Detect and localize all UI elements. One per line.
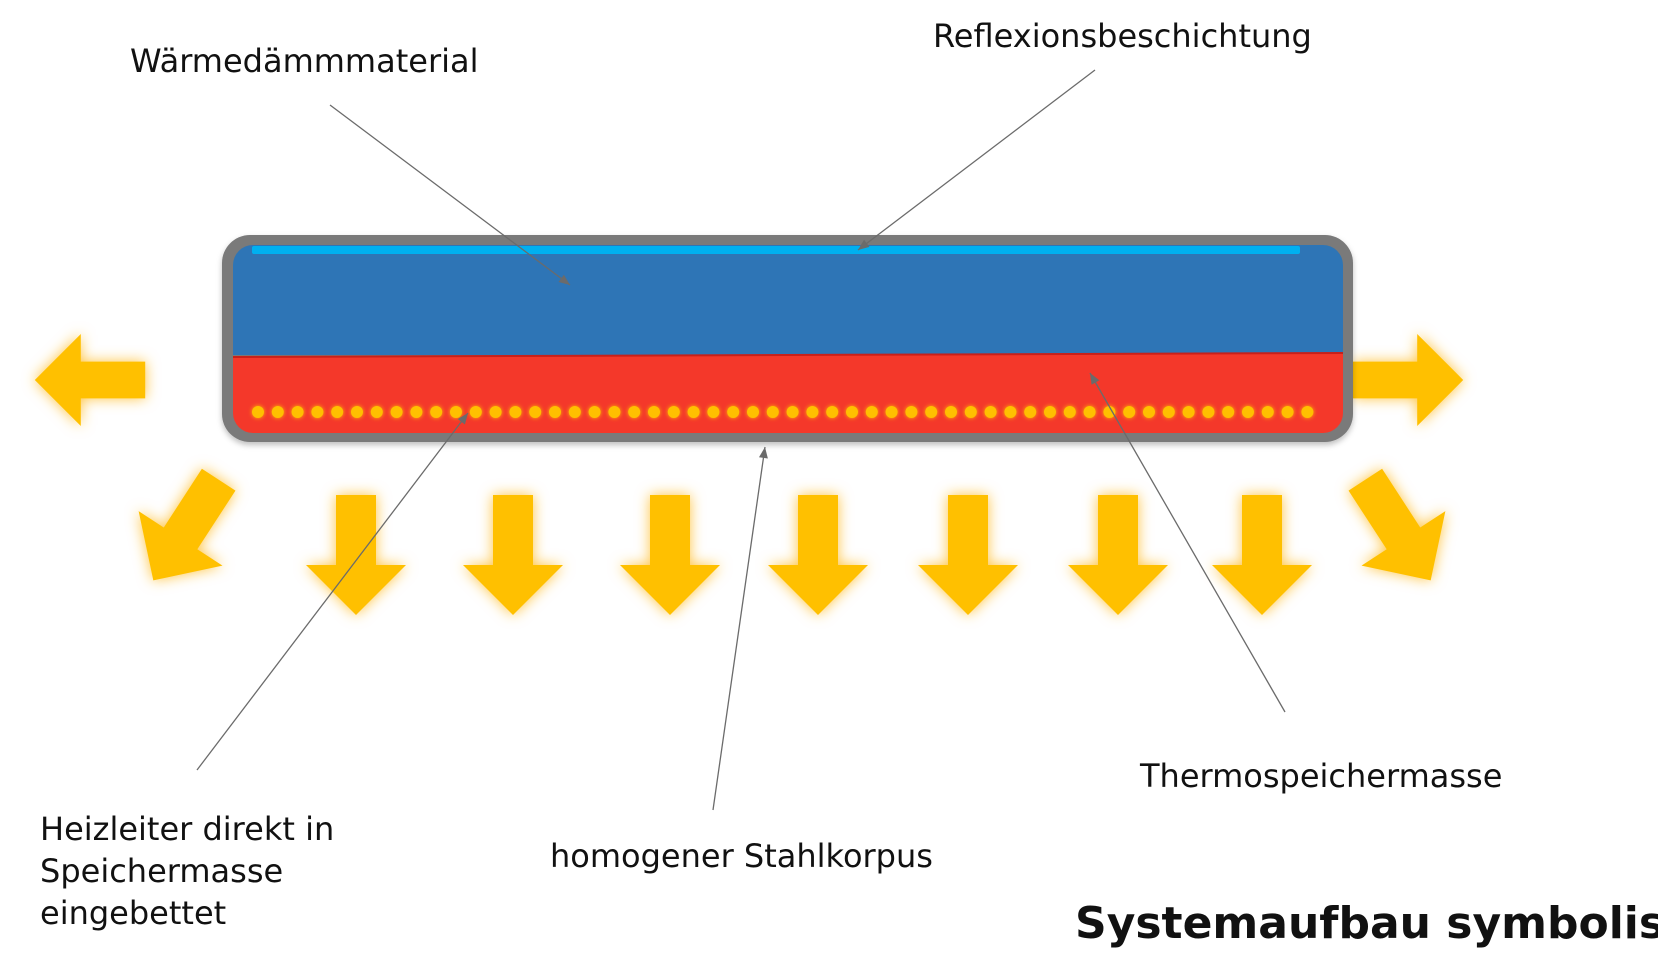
label-heizleiter-line2: Speichermasse — [40, 852, 284, 891]
heating-element-icon — [351, 406, 363, 418]
insulation-layer — [233, 245, 1343, 355]
heat-arrow-icon — [1212, 495, 1312, 615]
heating-element-icon — [925, 406, 938, 418]
heat-arrow-icon — [306, 495, 406, 615]
heating-element-icon — [291, 406, 304, 418]
arrowhead-icon — [558, 274, 570, 285]
heating-element-icon — [568, 406, 581, 418]
heating-element-icon — [1202, 406, 1215, 418]
heating-element-icon — [1222, 406, 1235, 418]
arrowhead-icon — [858, 239, 870, 250]
heating-element-icon — [648, 406, 660, 418]
heating-element-icon — [964, 406, 977, 418]
reflection-coating — [252, 246, 1300, 254]
heating-element-icon — [1103, 406, 1116, 418]
heating-element-icon — [430, 406, 443, 418]
heating-element-icon — [984, 406, 997, 418]
heating-element-icon — [1281, 406, 1294, 418]
heating-element-icon — [1004, 406, 1017, 418]
heating-element-icon — [1063, 406, 1076, 418]
heating-element-icon — [1143, 406, 1155, 418]
leader-line — [857, 69, 1096, 251]
heating-element-icon — [509, 406, 522, 418]
heat-arrow-icon — [463, 495, 563, 615]
heating-element-icon — [905, 406, 918, 418]
diagram-title: Systemaufbau symbolisch — [1075, 898, 1658, 949]
heating-element-icon — [806, 406, 819, 418]
heating-element-icon — [331, 406, 344, 418]
heating-element-icon — [489, 406, 502, 418]
heating-element-icon — [727, 406, 740, 418]
heat-arrow-icon — [620, 495, 720, 615]
heating-element-icon — [885, 406, 898, 418]
heating-element-icon — [1024, 406, 1037, 418]
label-heizleiter-line1: Heizleiter direkt in — [40, 810, 335, 848]
leader-lines — [196, 69, 1286, 811]
heating-element-icon — [1301, 406, 1314, 418]
label-heizleiter-line3: eingebettet — [40, 894, 227, 933]
heating-element-icon — [1242, 406, 1254, 418]
heating-element-icon — [826, 406, 839, 418]
heating-element-icon — [450, 406, 462, 418]
heating-element-icon — [311, 406, 324, 418]
storage-mass-layer — [233, 353, 1343, 433]
label-stahlkorpus: homogener Stahlkorpus — [550, 837, 933, 875]
heater-panel — [222, 235, 1353, 442]
heating-element-icon — [370, 406, 383, 418]
heating-element-icon — [410, 406, 423, 418]
heating-element-icon — [469, 406, 482, 418]
label-waermedaemmmaterial: Wärmedämmmaterial — [130, 42, 479, 80]
heating-element-icon — [667, 406, 680, 418]
heating-conductor — [252, 406, 1314, 418]
leader-line — [196, 412, 469, 771]
heat-arrow-icon — [1348, 468, 1446, 581]
heating-element-icon — [865, 406, 878, 418]
leader-line — [329, 104, 571, 286]
leader-line — [712, 446, 766, 811]
heating-element-icon — [687, 406, 700, 418]
arrowhead-icon — [758, 447, 768, 459]
heating-element-icon — [588, 406, 601, 418]
heating-element-icon — [1261, 406, 1274, 418]
storage-border-line — [233, 352, 1343, 358]
heating-element-icon — [608, 406, 621, 418]
heating-element-icon — [747, 406, 759, 418]
heating-element-icon — [1123, 406, 1136, 418]
heat-arrow-icon — [1068, 495, 1168, 615]
heat-arrow-icon — [138, 468, 236, 581]
heat-arrow-icon — [34, 334, 146, 426]
leader-line — [1089, 372, 1286, 713]
heat-arrow-icon — [768, 495, 868, 615]
heating-element-icon — [1044, 406, 1056, 418]
heating-element-icon — [271, 406, 284, 418]
heating-element-icon — [1083, 406, 1096, 418]
heating-element-icon — [707, 406, 720, 418]
heating-element-icon — [529, 406, 542, 418]
heat-arrows — [34, 334, 1464, 615]
heat-arrow-icon — [918, 495, 1018, 615]
label-reflexionsbeschichtung: Reflexionsbeschichtung — [933, 17, 1312, 55]
heating-element-icon — [1162, 406, 1175, 418]
heating-element-icon — [945, 406, 957, 418]
label-heizleiter: Heizleiter direkt in Speichermasse einge… — [40, 808, 400, 935]
arrowhead-icon — [1090, 373, 1100, 385]
heating-element-icon — [628, 406, 641, 418]
arrowhead-icon — [457, 413, 468, 425]
heating-element-icon — [390, 406, 403, 418]
heating-element-icon — [549, 406, 561, 418]
heating-element-icon — [1182, 406, 1195, 418]
heating-element-icon — [786, 406, 799, 418]
heating-element-icon — [846, 406, 858, 418]
heating-element-icon — [766, 406, 779, 418]
heat-arrow-icon — [1352, 334, 1464, 426]
label-thermospeichermasse: Thermospeichermasse — [1140, 757, 1503, 795]
heating-element-icon — [252, 406, 264, 418]
